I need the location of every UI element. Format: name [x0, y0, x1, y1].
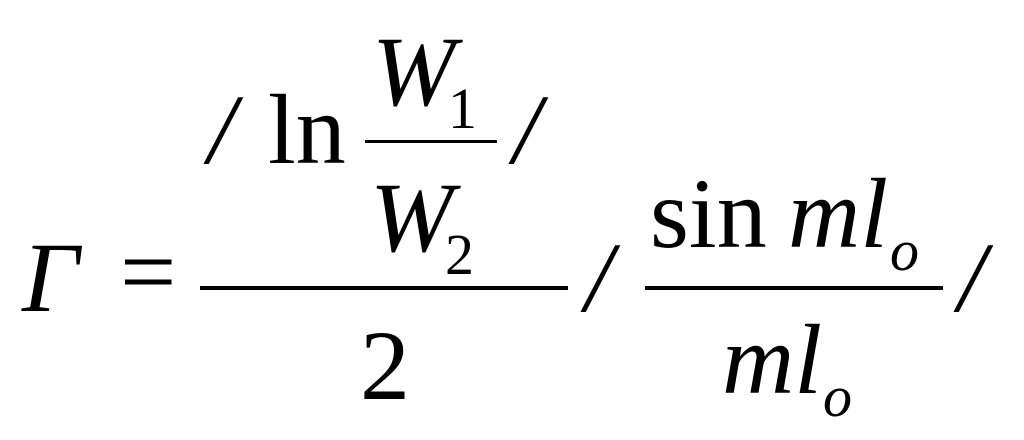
w1-variable: W — [372, 16, 456, 127]
main-fraction-bar — [200, 286, 568, 290]
divisor-two: 2 — [360, 310, 410, 421]
abs-bar-right-top: / — [513, 74, 541, 185]
ln-function: ln — [268, 74, 346, 185]
w2-subscript: 2 — [445, 222, 474, 287]
w1-subscript: 1 — [448, 76, 477, 141]
gamma-symbol: Γ — [22, 222, 79, 333]
equals-sign: = — [120, 216, 177, 327]
ml-denominator: ml — [722, 304, 822, 415]
ml-numerator: ml — [788, 158, 888, 269]
abs-bar-left-right: / — [585, 222, 613, 333]
w2-variable: W — [370, 162, 454, 273]
inner-fraction-bar — [365, 140, 497, 143]
o-subscript-numerator: o — [890, 218, 919, 283]
sin-function: sin — [650, 158, 767, 269]
abs-bar-left-top: / — [208, 74, 236, 185]
abs-bar-right-right: / — [958, 222, 986, 333]
o-subscript-denominator: o — [823, 364, 852, 429]
right-fraction-bar — [645, 286, 943, 290]
